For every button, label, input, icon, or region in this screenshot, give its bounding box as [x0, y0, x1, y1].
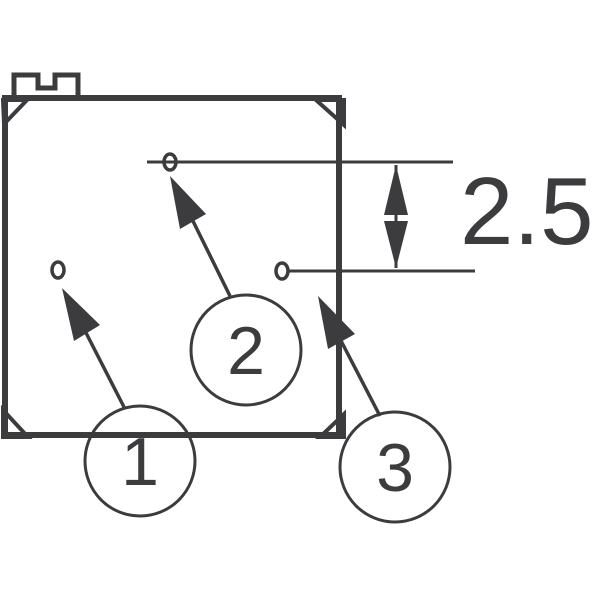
pin-hole-3	[274, 261, 290, 281]
pin-hole-2	[162, 152, 178, 172]
dimension-label: 2.5	[460, 158, 593, 265]
callout-3: 3	[338, 410, 452, 524]
component-body	[2, 95, 342, 438]
leader-line-2	[188, 214, 232, 297]
callout-1-label: 1	[121, 424, 159, 500]
callout-1: 1	[83, 404, 197, 518]
corner-mark-bottom-right	[315, 409, 346, 439]
callout-2-label: 2	[227, 313, 265, 389]
pin-hole-1	[50, 260, 66, 280]
leader-line-3	[336, 334, 382, 417]
callout-3-label: 3	[376, 430, 414, 506]
leader-arrowhead-2	[170, 176, 206, 229]
dimension-arrow-down	[384, 221, 408, 268]
dimension-arrow-up	[384, 165, 408, 215]
callout-2: 2	[189, 293, 303, 407]
top-tab	[11, 72, 81, 99]
corner-mark-top-left	[0, 98, 32, 129]
leader-arrowhead-3	[318, 296, 355, 349]
corner-mark-bottom-left	[0, 404, 33, 439]
leader-arrowhead-1	[62, 288, 100, 341]
corner-mark-top-right	[310, 98, 346, 130]
leader-line-1	[80, 324, 126, 408]
